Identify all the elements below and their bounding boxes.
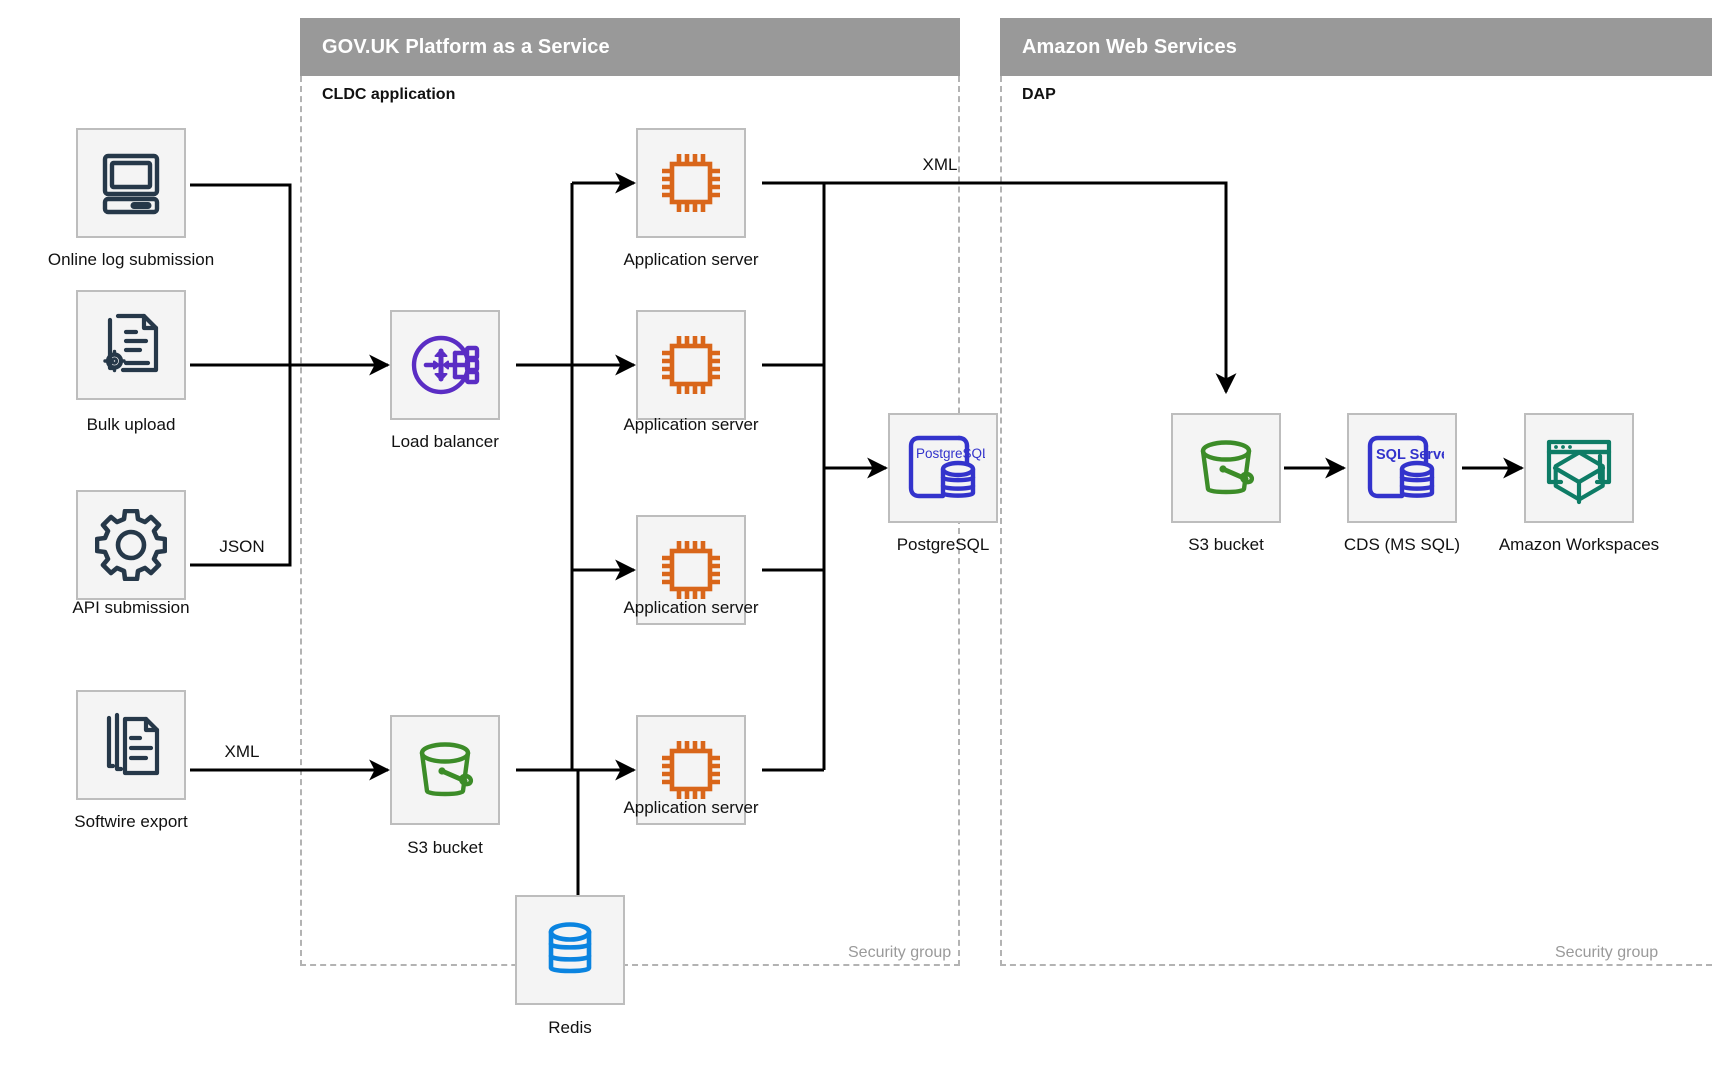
group-header-paas: GOV.UK Platform as a Service	[300, 18, 960, 76]
node-label-amazon-workspaces: Amazon Workspaces	[1498, 535, 1660, 554]
node-postgresql[interactable]: PostgreSQL	[888, 413, 998, 523]
sql-server-icon: SQL Server	[1367, 435, 1444, 499]
node-s3-bucket-paas[interactable]	[390, 715, 500, 825]
sql-server-icon-text: SQL Server	[1376, 447, 1444, 463]
group-header-paas-label: GOV.UK Platform as a Service	[322, 35, 610, 58]
document-gear-icon	[103, 313, 159, 373]
cpu-chip-icon	[662, 541, 720, 599]
postgresql-icon: PostgreSQL	[908, 435, 985, 499]
node-label-api-submission: API submission	[72, 598, 190, 617]
node-redis[interactable]	[515, 895, 625, 1005]
node-label-cds-ms-sql: CDS (MS SQL)	[1343, 535, 1461, 554]
edge-label-json: JSON	[219, 537, 265, 556]
node-app-server-2[interactable]	[636, 310, 746, 420]
node-label-postgresql: PostgreSQL	[896, 535, 990, 554]
edge-label-xml-softwire: XML	[224, 742, 260, 761]
edge-label-xml-to-s3: XML	[922, 155, 958, 174]
cpu-chip-icon	[662, 741, 720, 799]
node-label-app-server-3: Application server	[623, 598, 759, 617]
node-amazon-workspaces[interactable]	[1524, 413, 1634, 523]
security-group-label-aws: Security group	[1555, 944, 1659, 961]
node-label-app-server-2: Application server	[623, 415, 759, 434]
node-app-server-4[interactable]	[636, 715, 746, 825]
node-cds-ms-sql[interactable]: SQL Server	[1347, 413, 1457, 523]
node-label-s3-bucket-aws: S3 bucket	[1188, 535, 1264, 554]
group-body-aws	[1000, 76, 1712, 966]
node-load-balancer[interactable]	[390, 310, 500, 420]
security-group-label-paas: Security group	[848, 944, 952, 961]
s3-bucket-icon	[1200, 440, 1255, 495]
gear-icon	[95, 509, 167, 581]
s3-bucket-icon	[419, 742, 474, 797]
node-s3-bucket-aws[interactable]	[1171, 413, 1281, 523]
load-balancer-icon	[411, 335, 480, 395]
node-app-server-1[interactable]	[636, 128, 746, 238]
node-softwire-export[interactable]	[76, 690, 186, 800]
node-label-bulk-upload: Bulk upload	[86, 415, 176, 434]
postgresql-icon-text: PostgreSQL	[916, 446, 985, 461]
group-sublabel-aws: DAP	[1022, 86, 1056, 103]
node-label-app-server-1: Application server	[623, 250, 759, 269]
node-bulk-upload[interactable]	[76, 290, 186, 400]
database-cylinder-icon	[548, 922, 592, 974]
node-api-submission[interactable]	[76, 490, 186, 600]
group-body-paas	[300, 76, 960, 966]
node-label-redis: Redis	[548, 1018, 592, 1037]
node-label-app-server-4: Application server	[623, 798, 759, 817]
node-online-log-submission[interactable]	[76, 128, 186, 238]
group-header-aws: Amazon Web Services	[1000, 18, 1712, 76]
document-stack-icon	[106, 712, 160, 776]
workspaces-cube-icon	[1546, 439, 1612, 505]
cpu-chip-icon	[662, 154, 720, 212]
node-label-softwire-export: Softwire export	[74, 812, 188, 831]
desktop-computer-icon	[102, 153, 160, 215]
group-header-aws-label: Amazon Web Services	[1022, 35, 1237, 58]
group-sublabel-paas: CLDC application	[322, 86, 456, 103]
cpu-chip-icon	[662, 336, 720, 394]
node-label-online-log-submission: Online log submission	[47, 250, 215, 269]
node-label-load-balancer: Load balancer	[391, 432, 499, 451]
node-app-server-3[interactable]	[636, 515, 746, 625]
node-label-s3-bucket-paas: S3 bucket	[407, 838, 483, 857]
